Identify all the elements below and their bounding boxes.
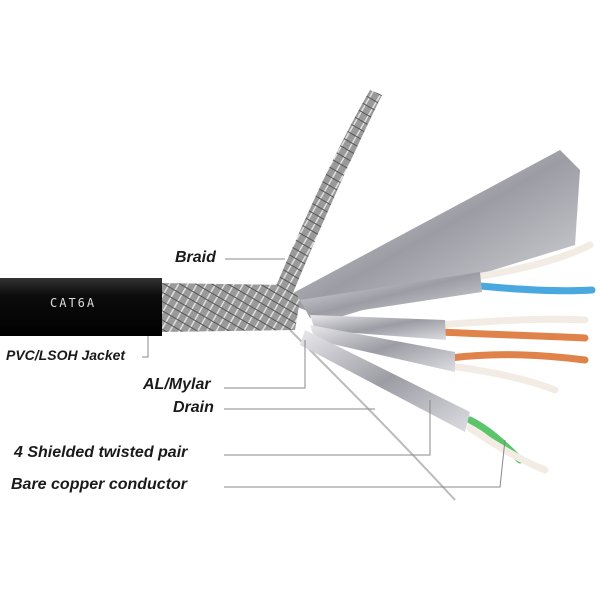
label-pairs: 4 Shielded twisted pair — [14, 444, 188, 461]
label-drain: Drain — [173, 399, 214, 416]
pair-foil-2 — [310, 315, 446, 340]
orange-pair-1 — [436, 315, 589, 342]
orange-pair-2 — [446, 351, 589, 394]
foil-shield — [280, 150, 580, 320]
leader-lines — [142, 258, 506, 488]
pair-foil-3 — [310, 325, 455, 372]
braid-strand — [270, 90, 382, 300]
jacket-print: CAT6A — [50, 296, 97, 310]
pair-foil-1 — [300, 272, 482, 318]
braid-shield — [160, 283, 300, 332]
pair-foil-4 — [300, 330, 470, 432]
label-conductor: Bare copper conductor — [11, 476, 188, 493]
label-jacket: PVC/LSOH Jacket — [6, 347, 126, 363]
jacket — [0, 278, 162, 336]
green-pair — [466, 416, 549, 474]
blue-pair — [466, 241, 596, 295]
label-braid: Braid — [175, 249, 216, 266]
label-mylar: AL/Mylar — [143, 376, 211, 393]
